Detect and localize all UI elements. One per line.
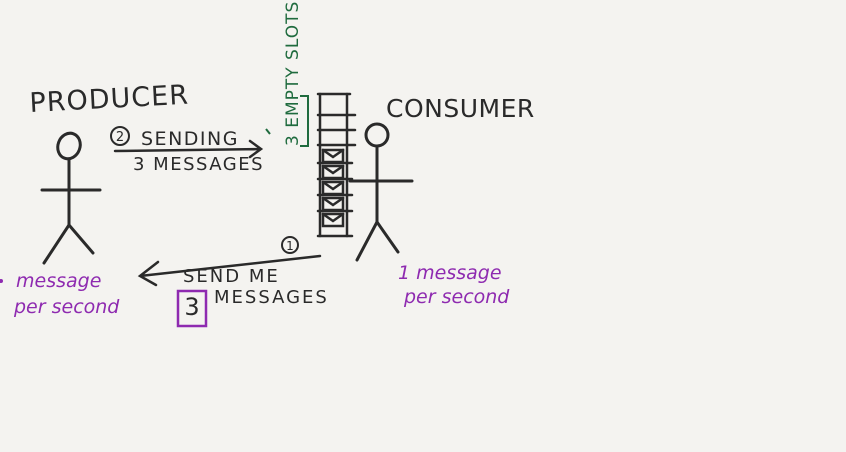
- step1-count: 3: [184, 293, 199, 321]
- step1-annotation: 1 SEND ME 3 MESSAGES: [137, 236, 329, 328]
- step1-count-box: [176, 289, 208, 328]
- producer-label: PRODUCER: [29, 80, 190, 119]
- empty-slots-label: 3 EMPTY SLOTS: [283, 1, 303, 146]
- message-queue: [316, 92, 357, 238]
- empty-slots-tick: [265, 128, 271, 135]
- step2-arrow: [113, 139, 264, 159]
- step1-number-circle: [281, 236, 299, 254]
- queue-filled-slots: [316, 148, 354, 228]
- step2-number: 2: [116, 130, 124, 145]
- consumer-figure: [348, 122, 414, 262]
- consumer-label: CONSUMER: [386, 94, 535, 123]
- consumer-rate-line2: per second: [403, 286, 510, 308]
- producer-head: [56, 131, 82, 161]
- producer-rate-line1: message: [16, 270, 101, 292]
- producer-rate-dot: [0, 279, 3, 283]
- producer-rate-line2: per second: [13, 296, 120, 318]
- empty-slots-bracket: [300, 95, 309, 147]
- consumer-rate-line1: 1 message: [398, 262, 502, 284]
- step2-annotation: 2 SENDING 3 MESSAGES: [110, 126, 264, 175]
- producer-figure: [40, 131, 102, 265]
- step1-line1: SEND ME: [183, 266, 280, 287]
- step1-arrow: [137, 254, 322, 287]
- step2-line1: SENDING: [141, 128, 239, 150]
- consumer-head: [364, 122, 390, 148]
- empty-slots-annotation: 3 EMPTY SLOTS: [265, 1, 309, 147]
- step1-number: 1: [286, 239, 294, 253]
- step2-line2: 3 MESSAGES: [133, 154, 264, 175]
- consumer-rate: 1 message per second: [398, 262, 510, 308]
- producer-rate: message per second: [0, 270, 120, 318]
- step1-line2: MESSAGES: [214, 287, 329, 308]
- step2-number-circle: [110, 126, 130, 146]
